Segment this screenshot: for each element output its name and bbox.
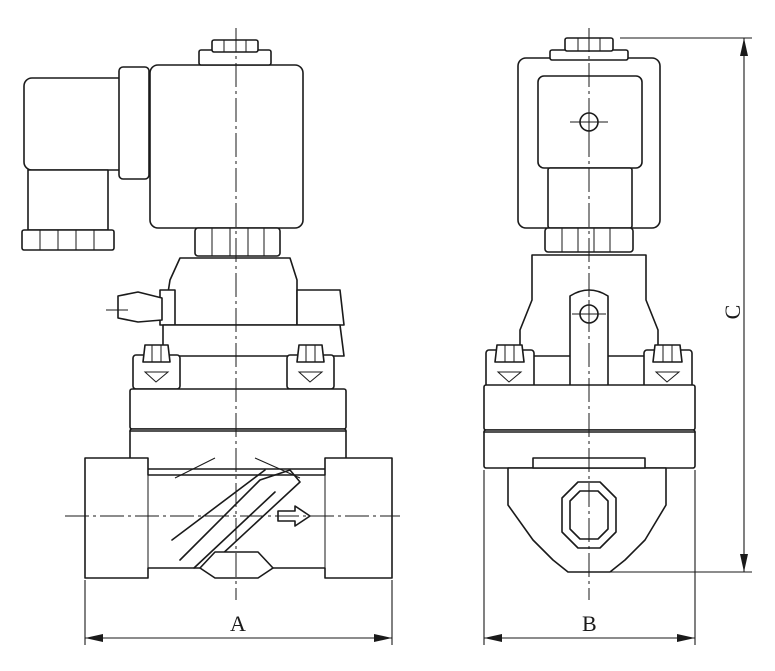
dimension-a-label: A — [230, 611, 246, 636]
cover-bolt-side-right — [643, 344, 693, 389]
cover-bolt-side-left — [485, 344, 535, 389]
dimension-b: B — [483, 470, 696, 645]
cover-bolt-right — [286, 344, 335, 390]
dimension-c-label: C — [720, 305, 745, 320]
valve-body — [84, 457, 393, 579]
valve-bonnet — [106, 257, 345, 357]
cover-bolt-left — [132, 344, 181, 390]
front-view — [21, 28, 400, 600]
connector-plug — [21, 66, 150, 251]
side-view — [483, 28, 696, 600]
solenoid-coil — [149, 39, 304, 257]
dimension-a: A — [84, 580, 393, 645]
valve-body-side — [507, 457, 667, 573]
dimension-b-label: B — [582, 611, 597, 636]
valve-flange — [129, 388, 347, 470]
dimension-c: C — [600, 37, 752, 573]
